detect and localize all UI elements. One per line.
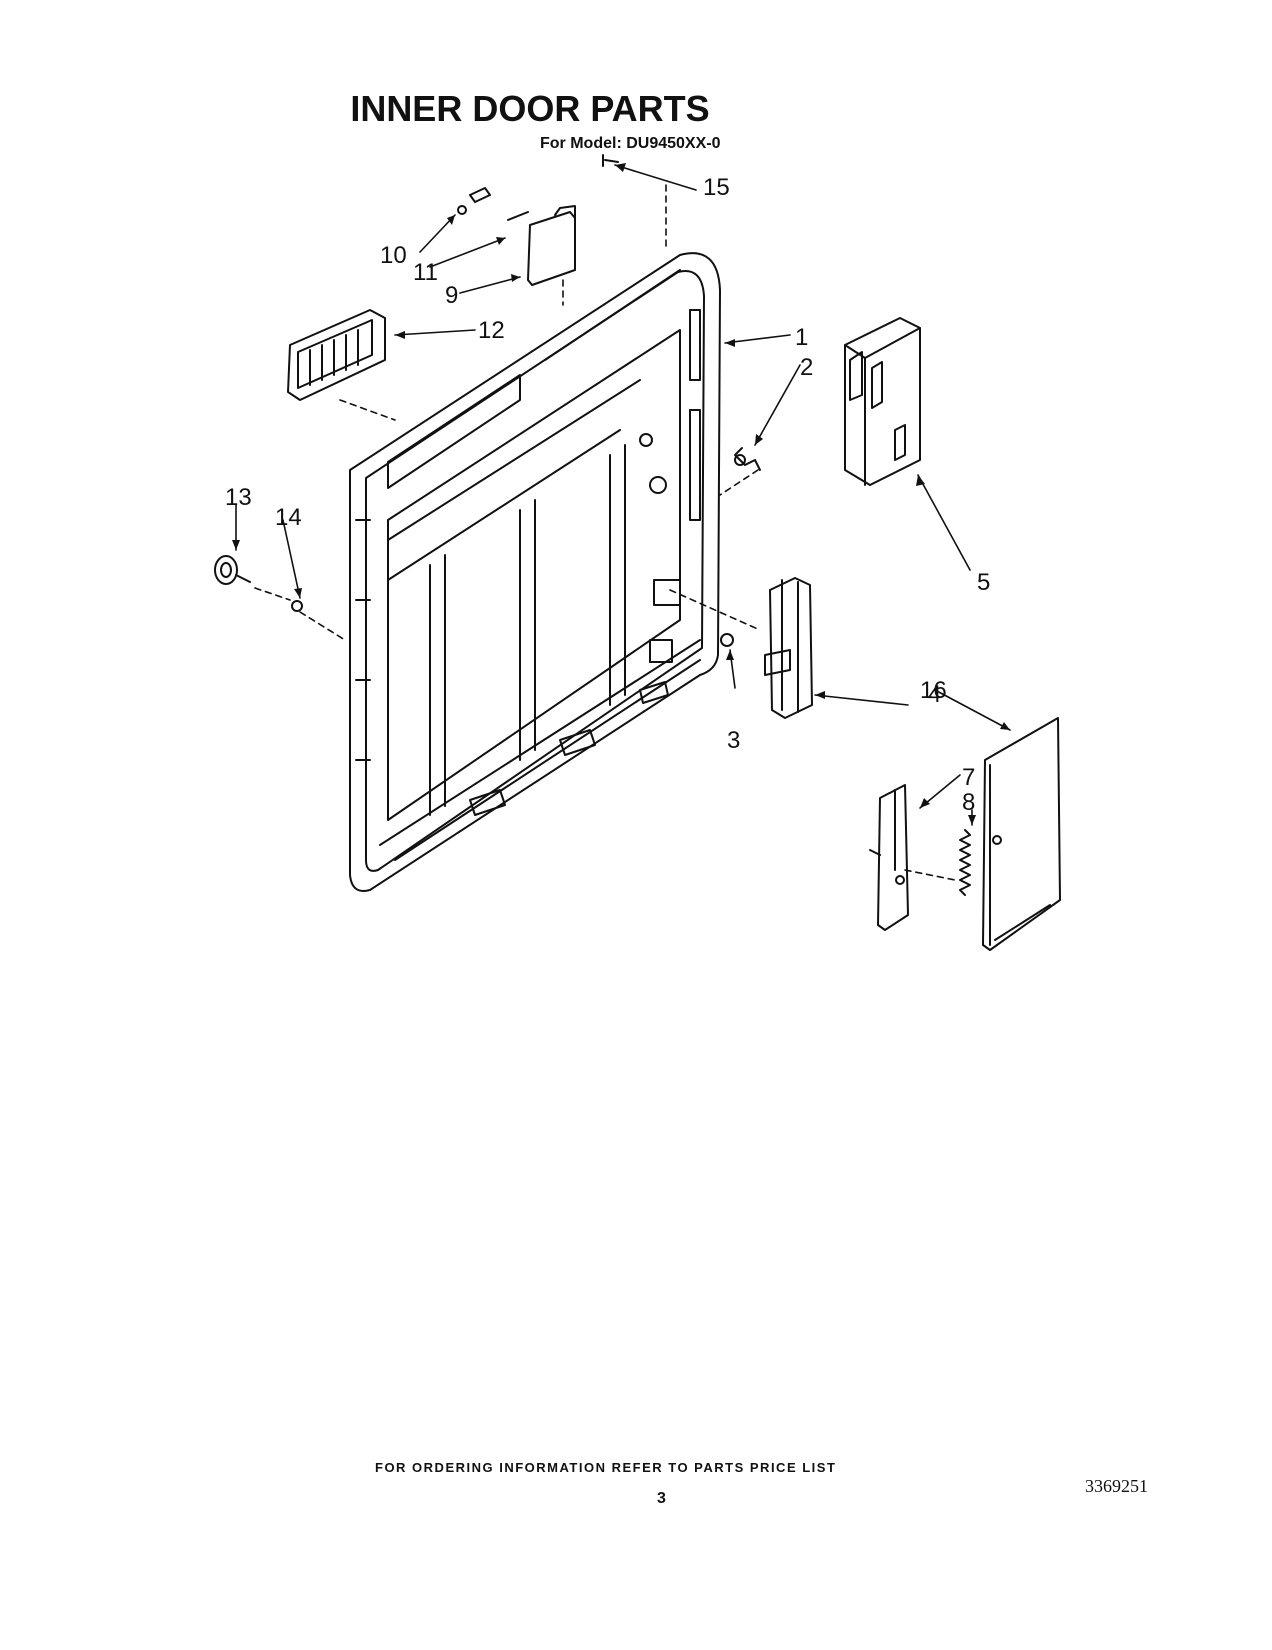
callout-2: 2	[800, 354, 813, 381]
callout-labels: 15 10 11 9 12 1 2 5 13 14 3 16 4 7 8	[225, 174, 990, 816]
vent-grille	[287, 309, 386, 401]
callout-15: 15	[703, 174, 730, 201]
side-panel-16	[982, 717, 1061, 951]
bracket-plate	[527, 205, 576, 286]
callout-12: 12	[478, 317, 505, 344]
latch-assembly	[764, 577, 813, 719]
screw-2	[734, 447, 761, 471]
callout-4: 4	[928, 681, 941, 708]
callout-3: 3	[727, 727, 740, 754]
spring-8	[959, 829, 971, 896]
callout-5: 5	[977, 569, 990, 596]
callout-11: 11	[413, 259, 438, 286]
hinge-bracket-7	[869, 784, 909, 931]
leader-arrows	[232, 163, 1010, 825]
nut-3	[720, 633, 734, 647]
callout-8: 8	[962, 789, 975, 816]
leader-lines	[235, 164, 1011, 826]
callout-9: 9	[445, 282, 458, 309]
ordering-footer: FOR ORDERING INFORMATION REFER TO PARTS …	[375, 1460, 837, 1475]
clip-hardware	[457, 187, 529, 221]
nut-14	[291, 600, 303, 612]
wheel-13	[214, 555, 251, 585]
callout-14: 14	[275, 504, 302, 531]
callout-16: 16	[920, 677, 947, 704]
callout-10: 10	[380, 242, 407, 269]
assembly-lines	[254, 184, 956, 881]
inner-door-panel	[349, 252, 721, 892]
control-housing	[844, 317, 921, 486]
document-number: 3369251	[1085, 1476, 1148, 1496]
page-number: 3	[657, 1490, 666, 1507]
callout-1: 1	[795, 324, 808, 351]
page-title: INNER DOOR PARTS	[350, 88, 710, 129]
model-subtitle: For Model: DU9450XX-0	[540, 135, 721, 152]
screw-15	[602, 154, 619, 167]
callout-7: 7	[962, 764, 975, 791]
callout-13: 13	[225, 484, 252, 511]
